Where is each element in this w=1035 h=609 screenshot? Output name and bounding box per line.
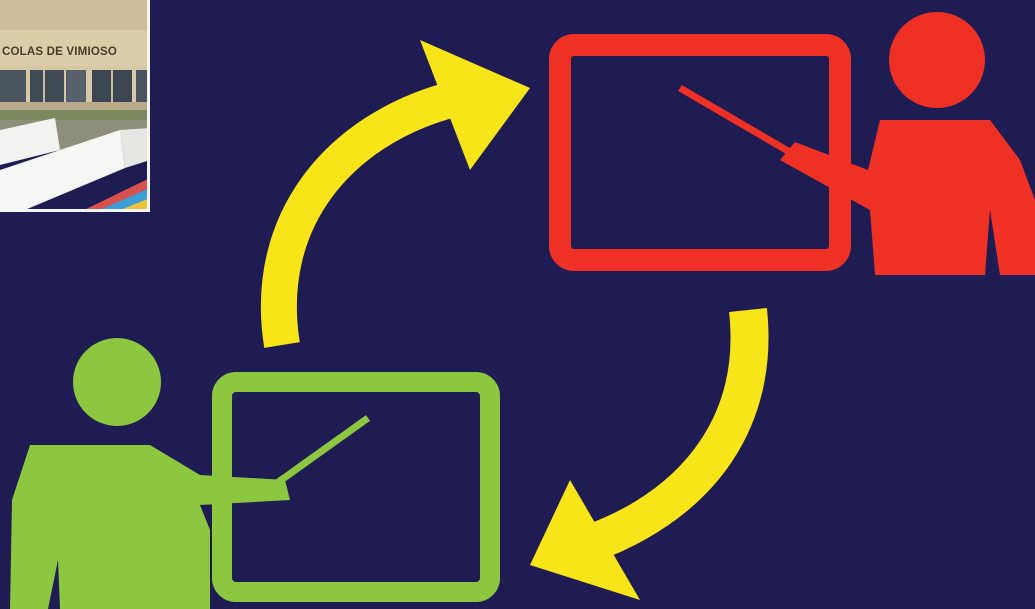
teacher-bottom-left-icon bbox=[10, 338, 490, 609]
teacher-top-right-icon bbox=[560, 12, 1035, 275]
curved-arrow-up-right-icon bbox=[279, 40, 530, 345]
curved-arrow-down-left-icon bbox=[530, 310, 750, 600]
